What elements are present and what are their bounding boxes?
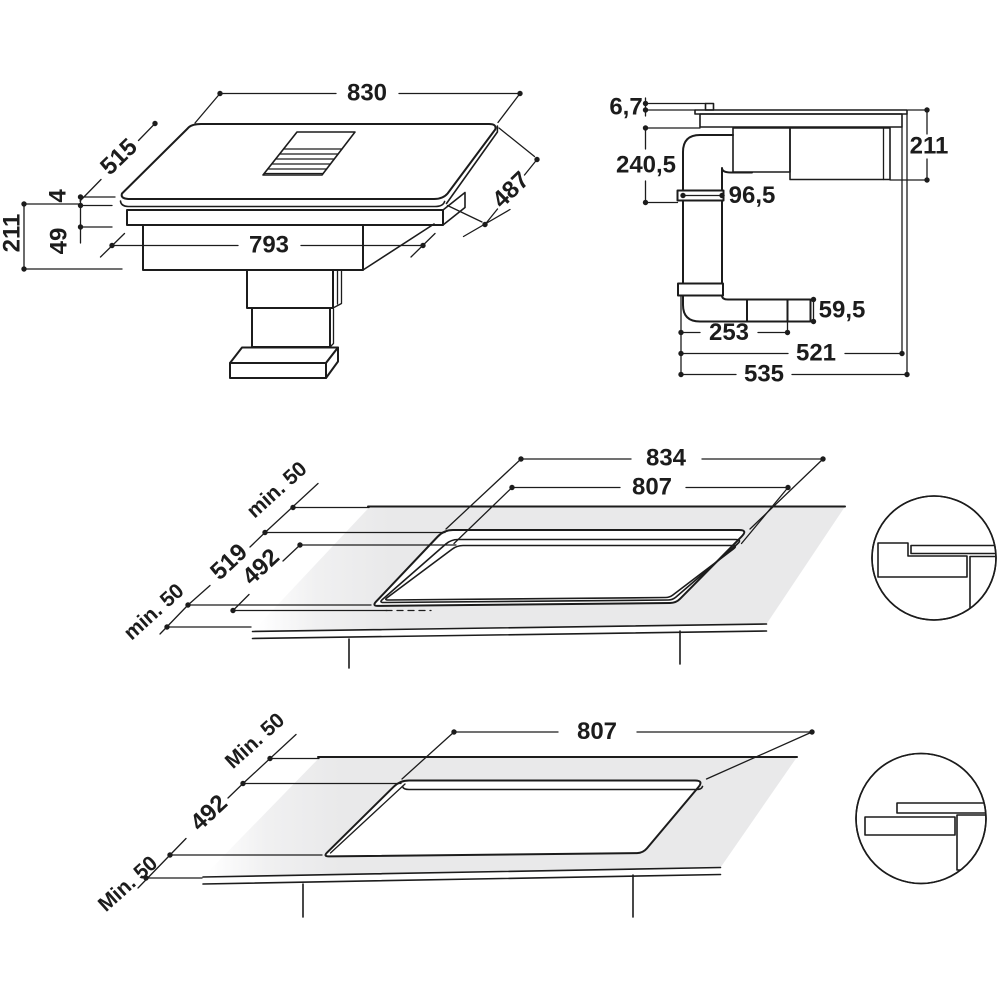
dim-min50-back-flush-label: min. 50	[242, 457, 311, 523]
surface-detail-circle	[855, 752, 987, 885]
dim-253-label: 253	[709, 319, 749, 346]
dim-834-label: 834	[646, 445, 687, 472]
dim-211-left-label: 211	[0, 214, 26, 253]
worktop-surface-front-lines	[202, 866, 722, 885]
dim-834: 834	[445, 445, 826, 530]
dim-793: 793	[99, 232, 436, 259]
motor-box	[789, 127, 891, 181]
surface-cutout-view: 807 Min. 50 492 Min. 50	[94, 709, 987, 918]
cutout-807-back-wall	[401, 785, 704, 791]
dim-807-surface: 807	[401, 718, 815, 780]
flush-worktop-section	[877, 542, 968, 578]
vent-grill-slats	[263, 148, 343, 175]
dim-96-5-label: 96,5	[729, 182, 776, 209]
base-plate-side	[325, 346, 339, 379]
dim-521-label: 521	[796, 340, 836, 367]
dim-515-label: 515	[95, 133, 143, 180]
dim-793-label: 793	[249, 232, 289, 259]
worktop-flush-front-lines	[251, 623, 768, 640]
dim-830: 830	[194, 80, 523, 124]
cutout-inner-807	[384, 544, 737, 601]
dim-211-right: 211	[889, 107, 949, 183]
cutout-807-left-wall	[329, 783, 406, 854]
chimney-lower	[251, 307, 331, 348]
dim-807-surface-label: 807	[577, 718, 617, 745]
base-plate-front	[229, 362, 327, 379]
vent-cap	[704, 102, 715, 111]
cutout-outer-834	[373, 529, 746, 607]
flush-glass-section	[910, 544, 996, 555]
surface-glass-section	[896, 802, 986, 814]
hob-upper-body-side	[442, 191, 466, 226]
hob-main-body	[142, 224, 364, 271]
ext-line-right	[901, 113, 908, 376]
chimney-upper	[246, 269, 334, 309]
dim-830-label: 830	[347, 80, 387, 107]
flush-panel-section	[969, 555, 996, 620]
cutout-807	[324, 779, 702, 858]
dim-4-label: 4	[45, 189, 72, 203]
dim-253: 253	[678, 294, 791, 376]
duct-collar-bottom	[677, 282, 724, 297]
duct-pipe	[682, 199, 723, 285]
worktop-surface-legs	[302, 874, 634, 918]
chimney-upper-side	[332, 270, 343, 309]
dim-211-left: 211	[0, 201, 123, 272]
dim-96-5: 96,5	[680, 182, 775, 209]
dim-49-label: 49	[46, 228, 73, 255]
dim-49: 49	[46, 204, 113, 255]
dim-487-label: 487	[487, 166, 535, 213]
dim-240-5: 240,5	[616, 125, 701, 206]
dim-4: 4	[45, 189, 116, 209]
dim-535: 535	[678, 361, 910, 388]
dim-211-right-label: 211	[910, 133, 949, 160]
dim-59-5-label: 59,5	[819, 297, 866, 324]
surface-worktop-section	[864, 816, 956, 836]
dim-min50-front-surface: Min. 50	[94, 852, 203, 917]
hob-body-side	[699, 113, 903, 128]
hob-glass-top	[120, 123, 497, 200]
hob-perspective-view: 830 515 487 4 49 211	[0, 80, 540, 379]
hob-upper-body	[126, 209, 444, 226]
hob-glass-right-edge	[445, 125, 499, 205]
plenum-box	[732, 127, 791, 173]
dim-min50-front-flush-label: min. 50	[119, 579, 188, 645]
dim-6-7-label: 6,7	[609, 94, 642, 121]
base-plate-top	[229, 346, 339, 364]
vent-grill	[262, 131, 356, 176]
duct-side-view: 6,7 240,5 96,5 211 59,5 2	[609, 94, 948, 388]
hob-glass-front-edge	[119, 200, 446, 208]
dim-535-label: 535	[744, 361, 784, 388]
flush-cutout-view: 834 807 min. 50 519 492 min. 50	[119, 445, 997, 669]
worktop-flush-legs	[348, 630, 681, 669]
dim-807-flush: 807	[453, 474, 791, 545]
dim-59-5: 59,5	[810, 297, 866, 325]
dim-6-7: 6,7	[609, 94, 707, 121]
worktop-flush-front-face	[252, 624, 767, 639]
dim-492-surface-label: 492	[185, 789, 233, 836]
chimney-lower-side	[329, 308, 335, 348]
dim-521: 521	[678, 340, 905, 367]
worktop-surface-front-face	[203, 867, 721, 884]
dim-240-5-label: 240,5	[616, 152, 676, 179]
cutout-step	[380, 538, 741, 604]
dim-807-flush-label: 807	[632, 474, 672, 501]
hob-main-body-side	[362, 223, 435, 271]
duct-elbow-bottom	[682, 294, 812, 323]
duct-elbow-top	[682, 134, 753, 192]
dim-min50-front-surface-label: Min. 50	[94, 852, 162, 917]
flush-detail-circle	[871, 495, 997, 621]
dim-min50-back-surface-label: Min. 50	[221, 709, 289, 774]
